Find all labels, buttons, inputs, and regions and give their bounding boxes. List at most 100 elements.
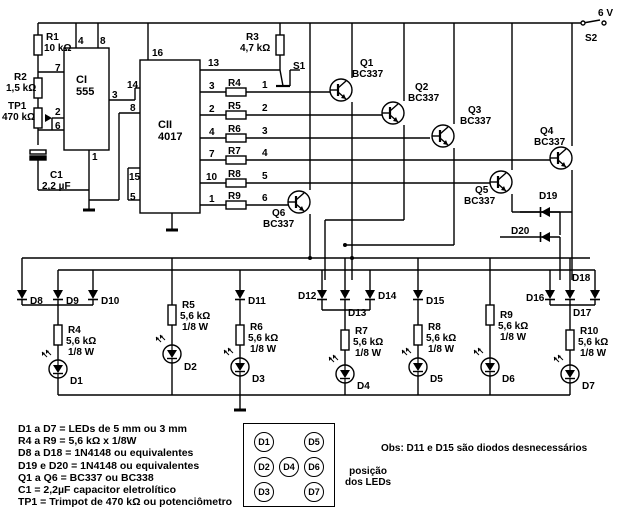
diode-label: D11	[248, 296, 266, 307]
led-res-value: 5,6 kΩ	[498, 321, 529, 332]
led-res-value: 5,6 kΩ	[248, 333, 279, 344]
diode-label: D9	[66, 296, 79, 307]
led-res-name: R6	[250, 322, 263, 333]
led-res-power: 1/8 W	[580, 348, 607, 359]
ic2-pin: 14	[127, 80, 139, 91]
parts-legend: D1 a D7 = LEDs de 5 mm ou 3 mm R4 a R9 =…	[18, 423, 232, 508]
transistor-name: Q3	[468, 105, 482, 116]
legend-line: R4 a R9 = 5,6 kΩ x 1/8W	[18, 435, 137, 448]
ic2-pin: 1	[209, 194, 215, 205]
rbase-name: R4	[228, 78, 241, 89]
transistor-name: Q2	[415, 82, 429, 93]
observation-note: Obs: D11 e D15 são diodos desnecessários	[381, 443, 588, 454]
legend-line: C1 = 2,2µF capacitor eletrolítico	[18, 484, 177, 497]
transistor-name: Q4	[540, 126, 554, 137]
legend-line: D8 a D18 = 1N4148 ou equivalentes	[18, 447, 194, 460]
ic2-pin: 3	[209, 81, 215, 92]
legend-line: D1 a D7 = LEDs de 5 mm ou 3 mm	[18, 423, 187, 435]
panel-led: D5	[304, 432, 324, 452]
diode-label: D8	[30, 296, 43, 307]
led-res-value: 5,6 kΩ	[353, 337, 384, 348]
ic1-pin: 2	[55, 107, 61, 118]
transistor-type: BC337	[352, 69, 384, 80]
ic1-part: 555	[76, 86, 95, 98]
led-label: D5	[430, 374, 443, 385]
ic1-pin: 6	[55, 121, 61, 132]
ic1-pin: 1	[92, 152, 98, 163]
transistor-type: BC337	[263, 219, 295, 230]
diode-label: D16	[526, 293, 545, 304]
transistor-type: BC337	[534, 137, 566, 148]
led-label: D6	[502, 374, 515, 385]
led-label: D7	[582, 381, 595, 392]
c1-value: 2,2 µF	[42, 181, 71, 192]
ic2-pin: 5	[130, 192, 136, 203]
led-label: D4	[357, 381, 370, 392]
led-label: D2	[184, 362, 197, 373]
diode-label: D18	[572, 273, 591, 284]
supply-label: 6 V	[598, 8, 614, 19]
out-pin: 4	[262, 148, 268, 159]
r3-name: R3	[246, 32, 259, 43]
tp1-name: TP1	[8, 101, 27, 112]
ic2-part: 4017	[158, 131, 183, 143]
s1-label: S1	[293, 61, 306, 72]
legend-line: TP1 = Trimpot de 470 kΩ ou potenciômetro	[18, 496, 233, 509]
ic1-pin: 7	[55, 63, 61, 74]
panel-led: D3	[254, 482, 274, 502]
s2-label: S2	[585, 33, 598, 44]
led-res-name: R9	[500, 310, 513, 321]
led-res-value: 5,6 kΩ	[426, 333, 457, 344]
led-res-power: 1/8 W	[68, 347, 95, 358]
rbase-name: R9	[228, 191, 241, 202]
ic2-pin: 2	[209, 104, 215, 115]
diode-label: D13	[348, 308, 367, 319]
legend-line: D19 e D20 = 1N4148 ou equivalentes	[18, 459, 200, 472]
r3-value: 4,7 kΩ	[240, 43, 271, 54]
ic2-pin: 10	[206, 172, 218, 183]
legend-line: Q1 a Q6 = BC337 ou BC338	[18, 471, 154, 484]
diode-label: D14	[378, 291, 397, 302]
diode-label: D17	[573, 308, 592, 319]
tp1-value: 470 kΩ	[2, 112, 36, 123]
transistor-type: BC337	[464, 196, 496, 207]
ic2-pin: 8	[130, 103, 136, 114]
led-res-name: R8	[428, 322, 441, 333]
diode-label: D15	[426, 296, 445, 307]
panel-led: D2	[254, 457, 274, 477]
panel-led: D7	[304, 482, 324, 502]
rbase-name: R6	[228, 124, 241, 135]
r1-name: R1	[46, 32, 59, 43]
led-res-name: R10	[580, 326, 599, 337]
r2-value: 1,5 kΩ	[6, 83, 37, 94]
led-label: D1	[70, 376, 83, 387]
out-pin: 5	[262, 171, 268, 182]
caption-line: posição	[349, 466, 387, 477]
panel-led: D4	[279, 457, 299, 477]
led-res-name: R4	[68, 325, 81, 336]
transistor-name: Q1	[360, 58, 374, 69]
ic2-pin: 7	[209, 149, 215, 160]
c1-name: C1	[50, 170, 63, 181]
led-res-value: 5,6 kΩ	[66, 336, 97, 347]
ic1-pin: 3	[112, 90, 118, 101]
out-pin: 6	[262, 193, 268, 204]
transistor-name: Q5	[475, 185, 489, 196]
ic2-pin: 15	[129, 172, 141, 183]
transistor-type: BC337	[408, 93, 440, 104]
led-position-panel: D1 D5 D2 D4 D6 D3 D7	[243, 423, 335, 507]
ic1-pin: 4	[78, 36, 84, 47]
led-res-value: 5,6 kΩ	[180, 311, 211, 322]
transistor-name: Q6	[272, 208, 286, 219]
led-res-value: 5,6 kΩ	[578, 337, 609, 348]
diode-label: D20	[511, 226, 530, 237]
led-res-power: 1/8 W	[250, 344, 277, 355]
diode-label: D10	[101, 296, 120, 307]
out-pin: 1	[262, 80, 268, 91]
rbase-name: R8	[228, 169, 241, 180]
led-res-power: 1/8 W	[500, 332, 527, 343]
diode-label: D12	[298, 291, 317, 302]
caption-line: dos LEDs	[345, 477, 392, 488]
ic1-name: CI	[76, 74, 87, 86]
